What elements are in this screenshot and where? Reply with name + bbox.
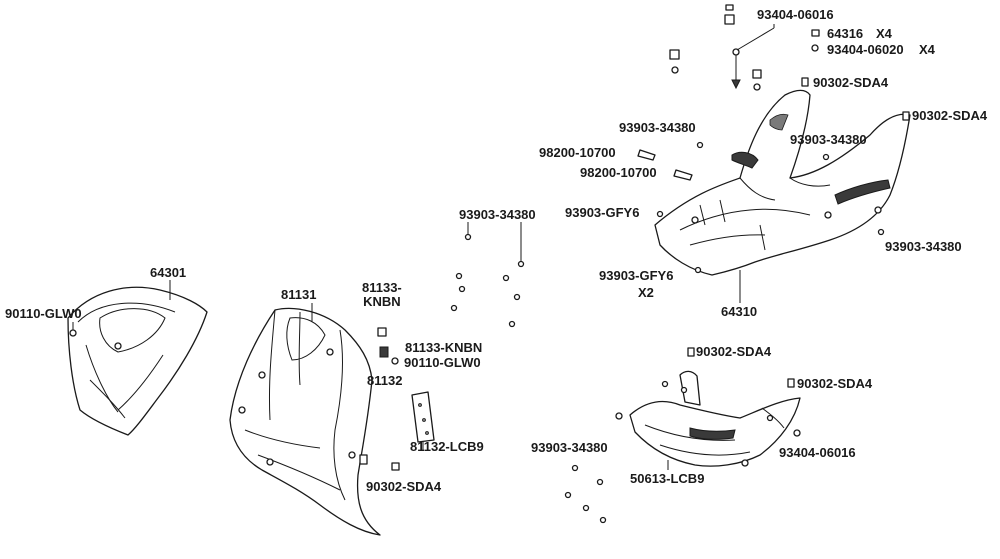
label-81132: 81132: [367, 373, 403, 388]
label-93903-gfy6-b: 93903-GFY6: [599, 268, 674, 283]
label-64316: 64316: [827, 26, 864, 41]
part-50613-fasteners: [564, 347, 801, 524]
label-64316-qty: X4: [876, 26, 892, 41]
label-93903-34380-c: 93903-34380: [459, 207, 536, 222]
label-90110-glw0-b: 90110-GLW0: [404, 355, 481, 370]
part-81133-knbn-clip: [377, 327, 399, 365]
label-98200-10700-b: 98200-10700: [580, 165, 657, 180]
label-93903-34380-d: 93903-34380: [885, 239, 962, 254]
label-90110-glw0-a: 90110-GLW0: [5, 306, 82, 321]
label-64301: 64301: [150, 265, 187, 280]
part-64310-fasteners: [637, 77, 910, 274]
label-93404-06020: 93404-06020: [827, 42, 904, 57]
label-93404-06020-qty: X4: [919, 42, 935, 57]
label-90302-sda4-b: 90302-SDA4: [912, 108, 988, 123]
label-64310: 64310: [721, 304, 758, 319]
label-81132-lcb9: 81132-LCB9: [410, 439, 484, 454]
label-98200-10700-a: 98200-10700: [539, 145, 616, 160]
label-93903-gfy6-b-qty: X2: [638, 285, 654, 300]
part-81132-lcb9-plate: [411, 391, 435, 443]
label-81133-knbn-a: 81133- KNBN: [362, 280, 402, 309]
label-90302-sda4-a: 90302-SDA4: [813, 75, 889, 90]
label-93903-34380-b: 93903-34380: [790, 132, 867, 147]
part-81131-leg-shield: [229, 307, 381, 536]
label-90302-sda4-d: 90302-SDA4: [696, 344, 772, 359]
label-93404-06016-bottom: 93404-06016: [779, 445, 856, 460]
label-93903-gfy6-a: 93903-GFY6: [565, 205, 640, 220]
screws-center-column: [450, 222, 525, 328]
part-top-hardware: [669, 4, 820, 91]
part-90110-glw0-screw-a: [69, 322, 77, 337]
label-93404-06016-top: 93404-06016: [757, 7, 834, 22]
label-90302-sda4-e: 90302-SDA4: [797, 376, 873, 391]
label-81133-knbn-b: 81133-KNBN: [405, 340, 483, 355]
label-93903-34380-e: 93903-34380: [531, 440, 608, 455]
label-50613-lcb9: 50613-LCB9: [630, 471, 705, 486]
label-90302-sda4-c: 90302-SDA4: [366, 479, 442, 494]
part-50613-lcb9-lower-cover: [629, 370, 801, 467]
label-81131: 81131: [281, 287, 317, 302]
part-64310-floor-panel: [654, 89, 911, 276]
part-90302-sda4-clips-left: [359, 454, 400, 471]
label-93903-34380-a: 93903-34380: [619, 120, 696, 135]
part-64301-front-shield: [67, 286, 208, 436]
